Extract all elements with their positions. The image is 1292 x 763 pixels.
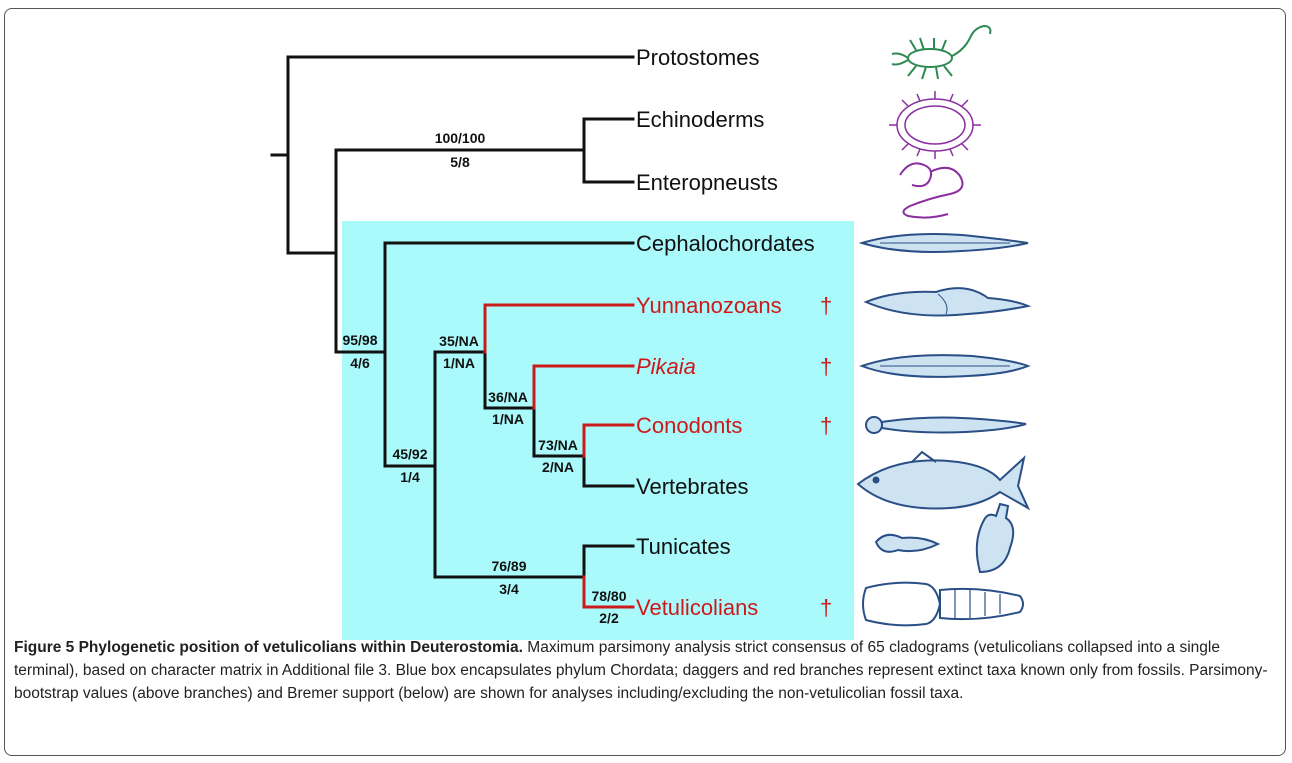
taxon-vetulicolians: Vetulicolians (636, 595, 758, 620)
taxon-yunnanozoans: Yunnanozoans (636, 293, 782, 318)
taxon-tunicates: Tunicates (636, 534, 731, 559)
support-vetulicolians-bremer: 2/2 (599, 610, 619, 626)
caption-title: Figure 5 Phylogenetic position of vetuli… (14, 639, 523, 656)
support-pikaia-bootstrap: 36/NA (488, 389, 528, 405)
conodont-icon (866, 417, 1026, 433)
pikaia-icon (862, 355, 1028, 377)
sea-urchin-icon (889, 91, 981, 159)
tunicate-icon (876, 504, 1013, 572)
support-yunnanozoans-bootstrap: 35/NA (439, 333, 479, 349)
taxon-cephalochordates: Cephalochordates (636, 231, 815, 256)
vetulicolian-icon (863, 583, 1023, 626)
support-vetulicolians-bootstrap: 78/80 (591, 588, 626, 604)
support-chordata-bremer: 1/4 (400, 469, 420, 485)
taxon-conodonts: Conodonts (636, 413, 742, 438)
support-deuterostomia-bootstrap: 95/98 (342, 332, 377, 348)
taxon-protostomes: Protostomes (636, 45, 760, 70)
support-chordata-bootstrap: 45/92 (392, 446, 427, 462)
taxon-echinoderms: Echinoderms (636, 107, 764, 132)
chordata-box (342, 221, 854, 640)
figure-caption: Figure 5 Phylogenetic position of vetuli… (14, 636, 1276, 705)
taxon-vertebrates: Vertebrates (636, 474, 749, 499)
dagger-pikaia: † (820, 354, 832, 379)
support-tunicates-bremer: 3/4 (499, 581, 519, 597)
support-yunnanozoans-bremer: 1/NA (443, 355, 475, 371)
support-conodonts-bootstrap: 73/NA (538, 437, 578, 453)
scorpion-icon (892, 26, 990, 79)
dagger-yunnanozoans: † (820, 293, 832, 318)
support-pikaia-bremer: 1/NA (492, 411, 524, 427)
support-deuterostomia-bremer: 4/6 (350, 355, 370, 371)
lancelet-icon (862, 234, 1028, 252)
taxon-enteropneusts: Enteropneusts (636, 170, 778, 195)
support-ambulacraria-bremer: 5/8 (450, 154, 470, 170)
yunnanozoan-icon (866, 288, 1028, 315)
dagger-conodonts: † (820, 413, 832, 438)
dagger-vetulicolians: † (820, 595, 832, 620)
taxon-pikaia: Pikaia (636, 354, 696, 379)
support-tunicates-bootstrap: 76/89 (491, 558, 526, 574)
support-ambulacraria-bootstrap: 100/100 (435, 130, 486, 146)
fish-icon (858, 452, 1028, 509)
acorn-worm-icon (900, 163, 962, 217)
cladogram: Protostomes Echinoderms Enteropneusts Ce… (0, 0, 1292, 640)
support-conodonts-bremer: 2/NA (542, 459, 574, 475)
